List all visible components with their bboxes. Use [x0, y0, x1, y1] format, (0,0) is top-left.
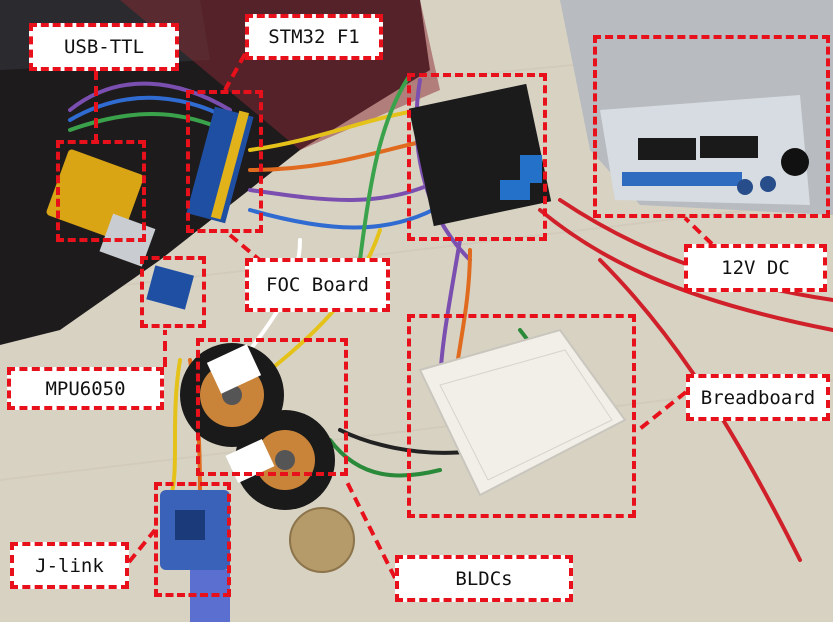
- label-12v-dc: 12V DC: [684, 244, 827, 292]
- highlight-jlink: [154, 482, 231, 597]
- highlight-power-supply: [593, 35, 830, 218]
- label-mpu6050: MPU6050: [7, 367, 164, 410]
- highlight-stm32: [186, 90, 263, 233]
- highlight-mpu6050: [140, 256, 206, 328]
- label-stm32: STM32 F1: [245, 14, 383, 60]
- highlight-bldcs: [196, 338, 348, 476]
- highlight-breadboard: [407, 314, 636, 518]
- coin: [289, 507, 355, 573]
- label-foc-board: FOC Board: [245, 258, 390, 312]
- label-bldcs: BLDCs: [395, 555, 573, 602]
- highlight-foc-board: [407, 73, 547, 241]
- power-supply: [560, 0, 833, 215]
- breadboard-photo: [418, 328, 627, 497]
- mpu6050-module: [146, 265, 194, 310]
- label-usb-ttl: USB-TTL: [29, 23, 179, 71]
- label-breadboard: Breadboard: [686, 374, 830, 421]
- highlight-usb-ttl: [56, 140, 146, 242]
- label-jlink: J-link: [10, 542, 129, 589]
- foc-board: [408, 83, 552, 227]
